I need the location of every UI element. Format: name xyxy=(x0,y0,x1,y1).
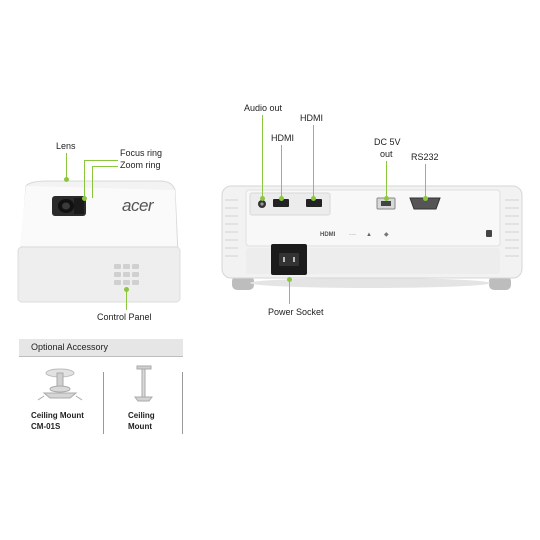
audio-out-callout-line xyxy=(262,115,263,197)
audio-out-label: Audio out xyxy=(244,103,283,113)
rs232-callout-dot xyxy=(423,196,428,201)
svg-text:~~~: ~~~ xyxy=(349,232,357,237)
control-panel-label: Control Panel xyxy=(97,312,152,322)
ceiling-mount-cm01s-image xyxy=(37,368,83,401)
power-socket-callout-line xyxy=(289,280,290,304)
lens-callout-line xyxy=(66,153,67,180)
lens-label: Lens xyxy=(56,141,76,151)
audio-out-callout-dot xyxy=(260,196,265,201)
hdmi-2-callout-dot xyxy=(311,196,316,201)
focus-ring-label: Focus ring xyxy=(120,148,163,158)
hdmi-2-label: HDMI xyxy=(300,113,323,123)
dc-5v-callout-line xyxy=(386,161,387,198)
focus-callout-v xyxy=(84,160,85,198)
hdmi-1-callout-dot xyxy=(279,196,284,201)
focus-callout-dot xyxy=(82,196,87,201)
hdmi-1-label: HDMI xyxy=(271,133,294,143)
accessory-divider-2 xyxy=(182,372,183,434)
lens xyxy=(52,196,86,216)
accessory-title: Optional Accessory xyxy=(31,342,109,352)
zoom-callout-h xyxy=(92,166,118,167)
power-socket-label: Power Socket xyxy=(268,307,324,317)
control-panel-callout-dot xyxy=(124,287,129,292)
dc-5v-callout-dot xyxy=(384,196,389,201)
control-panel-buttons xyxy=(114,264,139,285)
power-socket-callout-dot xyxy=(287,277,292,282)
brand-logo: acer xyxy=(122,196,154,215)
accessory-divider-1 xyxy=(103,372,104,434)
svg-text:▲: ▲ xyxy=(366,232,372,238)
rs232-callout-line xyxy=(425,164,426,198)
dc-5v-out-label: out xyxy=(380,149,393,159)
zoom-callout-v xyxy=(92,166,93,198)
accessory-header: Optional Accessory xyxy=(19,339,183,357)
svg-text:HDMI: HDMI xyxy=(320,232,336,238)
svg-text:◆: ◆ xyxy=(384,232,389,238)
control-panel-callout-line xyxy=(126,290,127,310)
focus-callout-h xyxy=(84,160,118,161)
hdmi-2-callout-line xyxy=(313,125,314,198)
ceiling-mount-image xyxy=(134,365,153,402)
accessory-2-name-line1: Ceiling xyxy=(128,411,155,420)
dc-5v-label: DC 5V xyxy=(374,137,401,147)
accessory-2-name-line2: Mount xyxy=(128,422,152,431)
rs232-label: RS232 xyxy=(411,152,439,162)
power-socket xyxy=(271,244,307,275)
zoom-ring-label: Zoom ring xyxy=(120,160,161,170)
lens-callout-dot xyxy=(64,177,69,182)
accessory-1-name-line1: Ceiling Mount xyxy=(31,411,84,420)
accessory-1-name-line2: CM-01S xyxy=(31,422,61,431)
hdmi-1-callout-line xyxy=(281,145,282,198)
